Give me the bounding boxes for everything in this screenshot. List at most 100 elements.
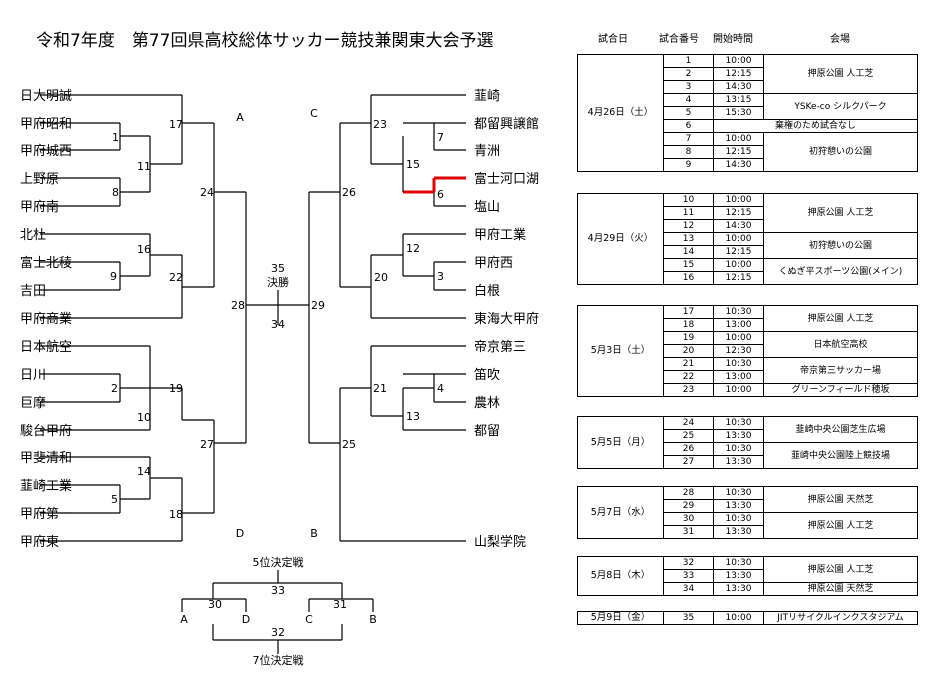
match-number: 11: [137, 160, 151, 173]
match-date: 5月7日（水）: [577, 486, 664, 539]
team-name: 富士河口湖: [474, 171, 539, 187]
match-number: 20: [374, 271, 388, 284]
match-number-cell: 28: [663, 486, 714, 500]
page-title: 令和7年度 第77回県高校総体サッカー競技兼関東大会予選: [36, 31, 494, 51]
tournament-bracket: 日大明誠甲府昭和甲府城西上野原甲府南北杜富士北稜吉田甲府商業日本航空日川巨摩駿台…: [20, 89, 539, 667]
block-label: C: [305, 613, 313, 626]
match-number: 33: [271, 584, 285, 597]
start-time-cell: 10:00: [713, 232, 764, 246]
venue-cell: 押原公園 人工芝: [763, 54, 918, 94]
venue-cell: 押原公園 人工芝: [763, 305, 918, 332]
venue-cell: 韮崎中央公園芝生広場: [763, 416, 918, 443]
header-time: 開始時間: [713, 34, 753, 45]
match-number-cell: 25: [663, 429, 714, 443]
start-time-cell: 13:30: [713, 569, 764, 583]
match-number-cell: 21: [663, 357, 714, 371]
team-name: 巨摩: [20, 395, 46, 411]
start-time-cell: 13:30: [713, 429, 764, 443]
block-label: B: [310, 527, 318, 540]
match-number: 18: [169, 508, 183, 521]
venue-cell: 押原公園 人工芝: [763, 556, 918, 583]
match-number-cell: 27: [663, 455, 714, 469]
start-time-cell: 10:30: [713, 512, 764, 526]
match-number-cell: 20: [663, 344, 714, 358]
match-date: 5月3日（土）: [577, 305, 664, 397]
venue-cell: くぬぎ平スポーツ公園(メイン): [763, 258, 918, 285]
start-time-cell: 10:30: [713, 416, 764, 430]
team-name: 甲府工業: [474, 227, 526, 243]
match-number: 35: [271, 262, 285, 275]
match-number: 29: [311, 299, 325, 312]
team-name: 青洲: [474, 144, 500, 159]
start-time-cell: 10:00: [713, 331, 764, 345]
match-number: 21: [373, 382, 387, 395]
start-time-cell: 10:00: [713, 132, 764, 146]
match-number-cell: 22: [663, 370, 714, 384]
start-time-cell: 13:30: [713, 455, 764, 469]
team-name: 都留: [474, 424, 500, 439]
match-number-cell: 26: [663, 442, 714, 456]
team-name: 駿台甲府: [20, 424, 72, 439]
start-time-cell: 10:00: [713, 611, 764, 625]
match-number-cell: 8: [663, 145, 714, 159]
match-date: 4月29日（火）: [577, 193, 664, 285]
venue-cell: 押原公園 天然芝: [763, 486, 918, 513]
final-label: 決勝: [267, 275, 289, 289]
match-number-cell: 13: [663, 232, 714, 246]
team-name: 塩山: [474, 200, 500, 215]
start-time-cell: 13:30: [713, 499, 764, 513]
team-name: 白根: [474, 283, 500, 299]
match-number-cell: 4: [663, 93, 714, 107]
match-number-cell: 24: [663, 416, 714, 430]
start-time-cell: 10:30: [713, 305, 764, 319]
match-number: 14: [137, 465, 151, 478]
block-label: B: [369, 613, 377, 626]
team-name: 甲府昭和: [20, 117, 72, 132]
team-name: 日本航空: [20, 339, 72, 355]
match-number-cell: 12: [663, 219, 714, 233]
match-number-cell: 35: [663, 611, 714, 625]
match-date: 5月9日（金）: [577, 611, 664, 625]
match-number: 1: [112, 131, 119, 144]
match-number-cell: 29: [663, 499, 714, 513]
team-name: 甲府城西: [20, 144, 72, 159]
team-name: 都留興譲館: [474, 116, 539, 132]
team-name: 東海大甲府: [474, 311, 539, 327]
team-name: 吉田: [20, 284, 46, 299]
match-number: 34: [271, 318, 285, 331]
team-name: 日大明誠: [20, 89, 72, 104]
fifth-place-label: 5位決定戦: [253, 555, 304, 569]
team-name: 笛吹: [474, 367, 500, 383]
match-number-cell: 3: [663, 80, 714, 94]
team-name: 甲府南: [20, 199, 59, 215]
match-number: 22: [169, 271, 183, 284]
match-number: 16: [137, 243, 151, 256]
match-number-cell: 15: [663, 258, 714, 272]
match-number: 5: [111, 493, 118, 506]
team-name: 日川: [20, 368, 46, 383]
start-time-cell: 10:30: [713, 442, 764, 456]
match-number-cell: 18: [663, 318, 714, 332]
match-number: 31: [333, 598, 347, 611]
venue-cell: 帝京第三サッカー場: [763, 357, 918, 384]
start-time-cell: 12:15: [713, 145, 764, 159]
team-name: 富士北稜: [20, 255, 72, 271]
seventh-place-label: 7位決定戦: [253, 653, 304, 667]
venue-cell: グリーンフィールド穂坂: [763, 383, 918, 397]
